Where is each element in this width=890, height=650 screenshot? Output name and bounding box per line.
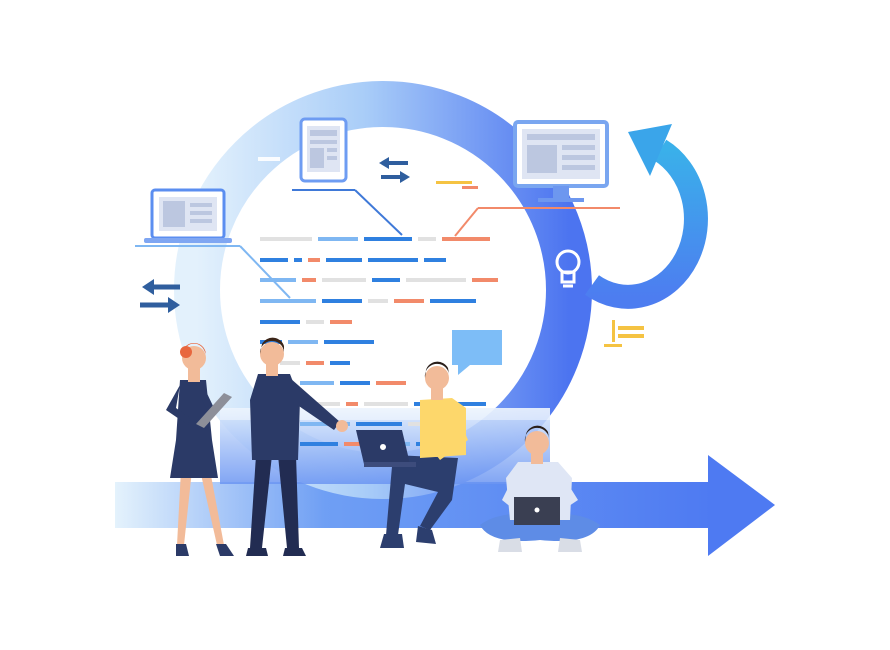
code-dash [260, 340, 282, 344]
swap-arrows-icon [379, 157, 410, 183]
man-sitting-with-laptop [356, 361, 468, 548]
code-dash [260, 299, 316, 303]
code-dash [346, 402, 358, 406]
chat-bubble-icon [452, 330, 502, 375]
code-dash [368, 299, 388, 303]
code-dash [322, 299, 362, 303]
code-dash [302, 278, 316, 282]
code-dash [376, 381, 406, 385]
code-dash [260, 237, 312, 241]
code-dash [294, 258, 302, 262]
man-pointing [246, 337, 348, 556]
tablet-icon [292, 117, 403, 236]
code-dash [260, 278, 296, 282]
code-dash [300, 422, 350, 426]
code-dash [364, 402, 408, 406]
code-dash [308, 258, 320, 262]
code-dash [340, 381, 370, 385]
code-dash [418, 237, 436, 241]
code-dash [306, 361, 324, 365]
code-dash [326, 258, 362, 262]
swap-arrows-icon [140, 279, 180, 313]
code-dash [300, 402, 340, 406]
code-dash [300, 381, 334, 385]
code-dash [430, 299, 476, 303]
code-dash [318, 237, 358, 241]
accent-bars [436, 181, 644, 347]
laptop-icon [135, 188, 291, 299]
code-dash [344, 442, 364, 446]
code-dash [330, 320, 352, 324]
lightbulb-icon [555, 249, 581, 288]
code-dash [260, 258, 288, 262]
code-dash [424, 258, 446, 262]
code-dash [324, 340, 374, 344]
code-dash [472, 278, 498, 282]
code-dash [322, 278, 366, 282]
code-dash [288, 340, 318, 344]
code-dash [394, 299, 424, 303]
code-dash [330, 361, 350, 365]
code-dash [300, 442, 338, 446]
code-dash [356, 422, 402, 426]
code-dash [306, 320, 324, 324]
code-dash [406, 278, 466, 282]
code-dash [364, 237, 412, 241]
monitor-icon [454, 120, 620, 237]
woman-with-tablet [166, 342, 234, 556]
code-dash [368, 258, 418, 262]
code-dash [446, 402, 486, 406]
cycle-arrow [585, 124, 708, 309]
code-dash [442, 237, 490, 241]
code-dash [372, 278, 400, 282]
man-cross-legged-with-laptop [480, 425, 600, 552]
code-dash [260, 320, 300, 324]
code-dash [280, 361, 300, 365]
